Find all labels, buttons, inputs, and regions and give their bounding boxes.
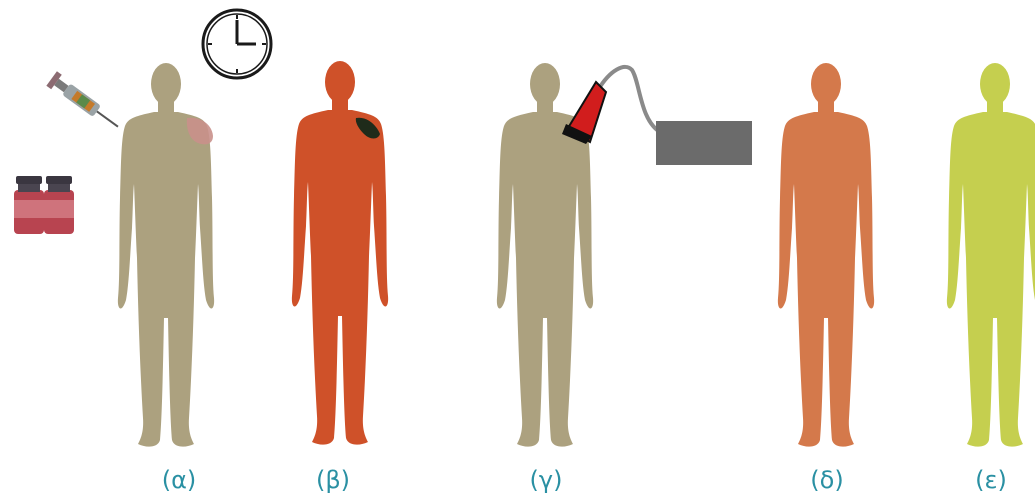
- panel-delta: [778, 63, 874, 447]
- panel-label-alpha: (α): [149, 466, 209, 494]
- person-silhouette-epsilon: [947, 63, 1035, 447]
- syringe-icon: [46, 71, 123, 134]
- clock-icon: [203, 10, 271, 78]
- probe-cable: [598, 67, 660, 132]
- panel-label-delta: (δ): [797, 466, 857, 494]
- panel-gamma: [497, 63, 752, 447]
- panel-label-beta: (β): [303, 466, 363, 494]
- device-box-icon: [656, 121, 752, 165]
- panel-beta: [292, 61, 388, 445]
- panel-alpha: [14, 10, 271, 447]
- person-silhouette-delta: [778, 63, 874, 447]
- vials-icon: [14, 176, 74, 234]
- panel-epsilon: [947, 63, 1035, 447]
- panel-label-gamma: (γ): [516, 466, 576, 494]
- panel-label-epsilon: (ε): [961, 466, 1021, 494]
- person-silhouette-beta: [292, 61, 388, 445]
